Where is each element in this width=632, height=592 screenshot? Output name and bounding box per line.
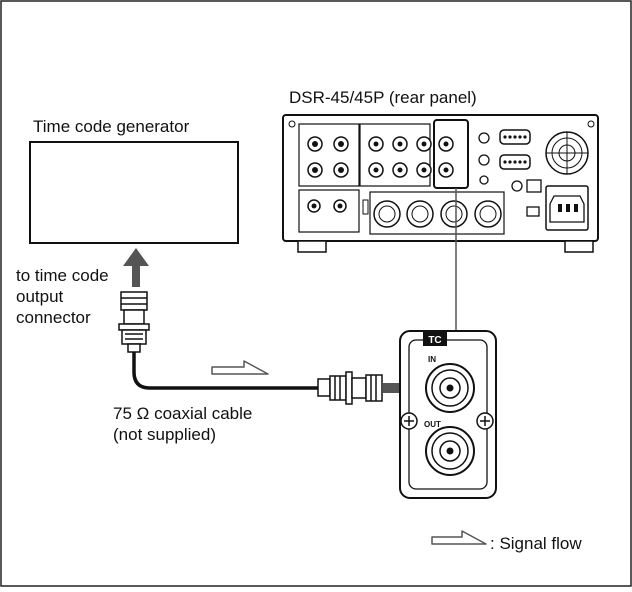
screw-icon (476, 412, 494, 430)
signal-flow-arrow-icon (431, 530, 487, 545)
connector-note: to time code output connector (16, 266, 109, 327)
bnc-jack-icon (425, 363, 475, 413)
bnc-plug-icon (317, 371, 383, 405)
signal-flow-arrow-icon (211, 360, 269, 375)
coaxial-cable (132, 352, 318, 390)
tc-out-label: OUT (424, 420, 441, 429)
device-label: DSR-45/45P (rear panel) (289, 88, 477, 107)
tc-in-label: IN (428, 355, 436, 364)
cable-label-note: (not supplied) (113, 425, 217, 444)
bnc-plug-icon (118, 291, 150, 353)
power-inlet-icon (545, 185, 589, 231)
cable-label: 75 Ω coaxial cable (113, 404, 253, 423)
fan-icon (545, 131, 589, 175)
time-code-generator-box (29, 141, 239, 244)
tc-highlight-box (433, 119, 469, 189)
tc-panel-title: TC (428, 335, 441, 346)
bnc-jack-icon (425, 426, 475, 476)
screw-icon (400, 412, 418, 430)
generator-label: Time code generator (33, 117, 190, 136)
legend-label: : Signal flow (490, 534, 582, 553)
rear-panel (282, 114, 599, 253)
arrow-up-icon (123, 248, 149, 287)
